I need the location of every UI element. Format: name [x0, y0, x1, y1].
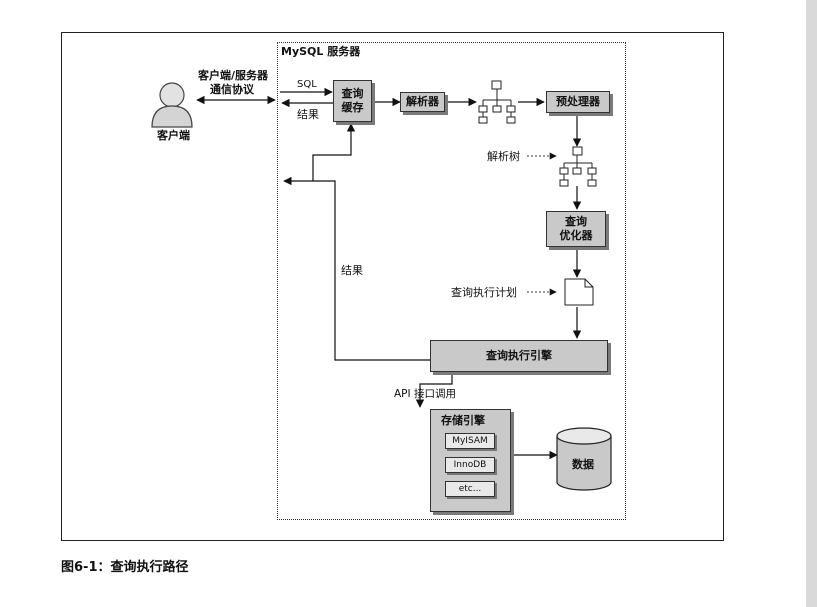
plan-document-icon: [564, 278, 594, 306]
preprocessor-label: 预处理器: [556, 95, 600, 108]
sql-label: SQL: [297, 79, 317, 90]
engine-myisam: MyISAM: [445, 433, 495, 449]
parser-box: 解析器: [400, 92, 445, 112]
engine-result-arrow: [283, 176, 430, 361]
query-cache-line1: 查询: [341, 87, 364, 100]
result-to-cache-arrow: [312, 123, 356, 181]
optimizer-line2: 优化器: [559, 229, 593, 242]
result-label-left: 结果: [341, 264, 363, 277]
api-call-label: API 接口调用: [394, 388, 456, 400]
engine-etc: etc...: [445, 481, 495, 497]
storage-engines-label: 存储引擎: [441, 414, 485, 427]
optimizer-box: 查询优化器: [546, 211, 606, 247]
execution-engine-label: 查询执行引擎: [486, 349, 552, 362]
figure-caption: 图6-1：查询执行路径: [61, 560, 189, 575]
parse-tree-icon-1: [478, 80, 516, 124]
parse-tree-icon-2: [559, 146, 597, 187]
page-edge: [806, 0, 817, 607]
protocol-label-line1: 客户端/服务器: [198, 69, 269, 82]
data-cylinder-icon: [556, 427, 612, 491]
query-cache-line2: 缓存: [341, 101, 364, 114]
api-call-arrow: [415, 372, 453, 408]
execution-engine-box: 查询执行引擎: [430, 340, 608, 372]
optimizer-line1: 查询: [565, 215, 587, 228]
result-label-top: 结果: [297, 108, 319, 121]
data-label: 数据: [572, 458, 594, 471]
parser-label: 解析器: [406, 95, 439, 108]
parse-tree-label: 解析树: [487, 150, 520, 163]
protocol-label-line2: 通信协议: [210, 83, 254, 96]
exec-plan-label: 查询执行计划: [451, 286, 517, 299]
figure-frame: [61, 32, 724, 541]
client-icon: [151, 82, 193, 128]
query-cache-box: 查询缓存: [333, 80, 372, 122]
mysql-server-boundary: [277, 42, 626, 520]
preprocessor-box: 预处理器: [546, 91, 610, 113]
engine-innodb: InnoDB: [445, 457, 495, 473]
client-label: 客户端: [157, 129, 190, 142]
mysql-server-label: MySQL 服务器: [281, 45, 361, 58]
